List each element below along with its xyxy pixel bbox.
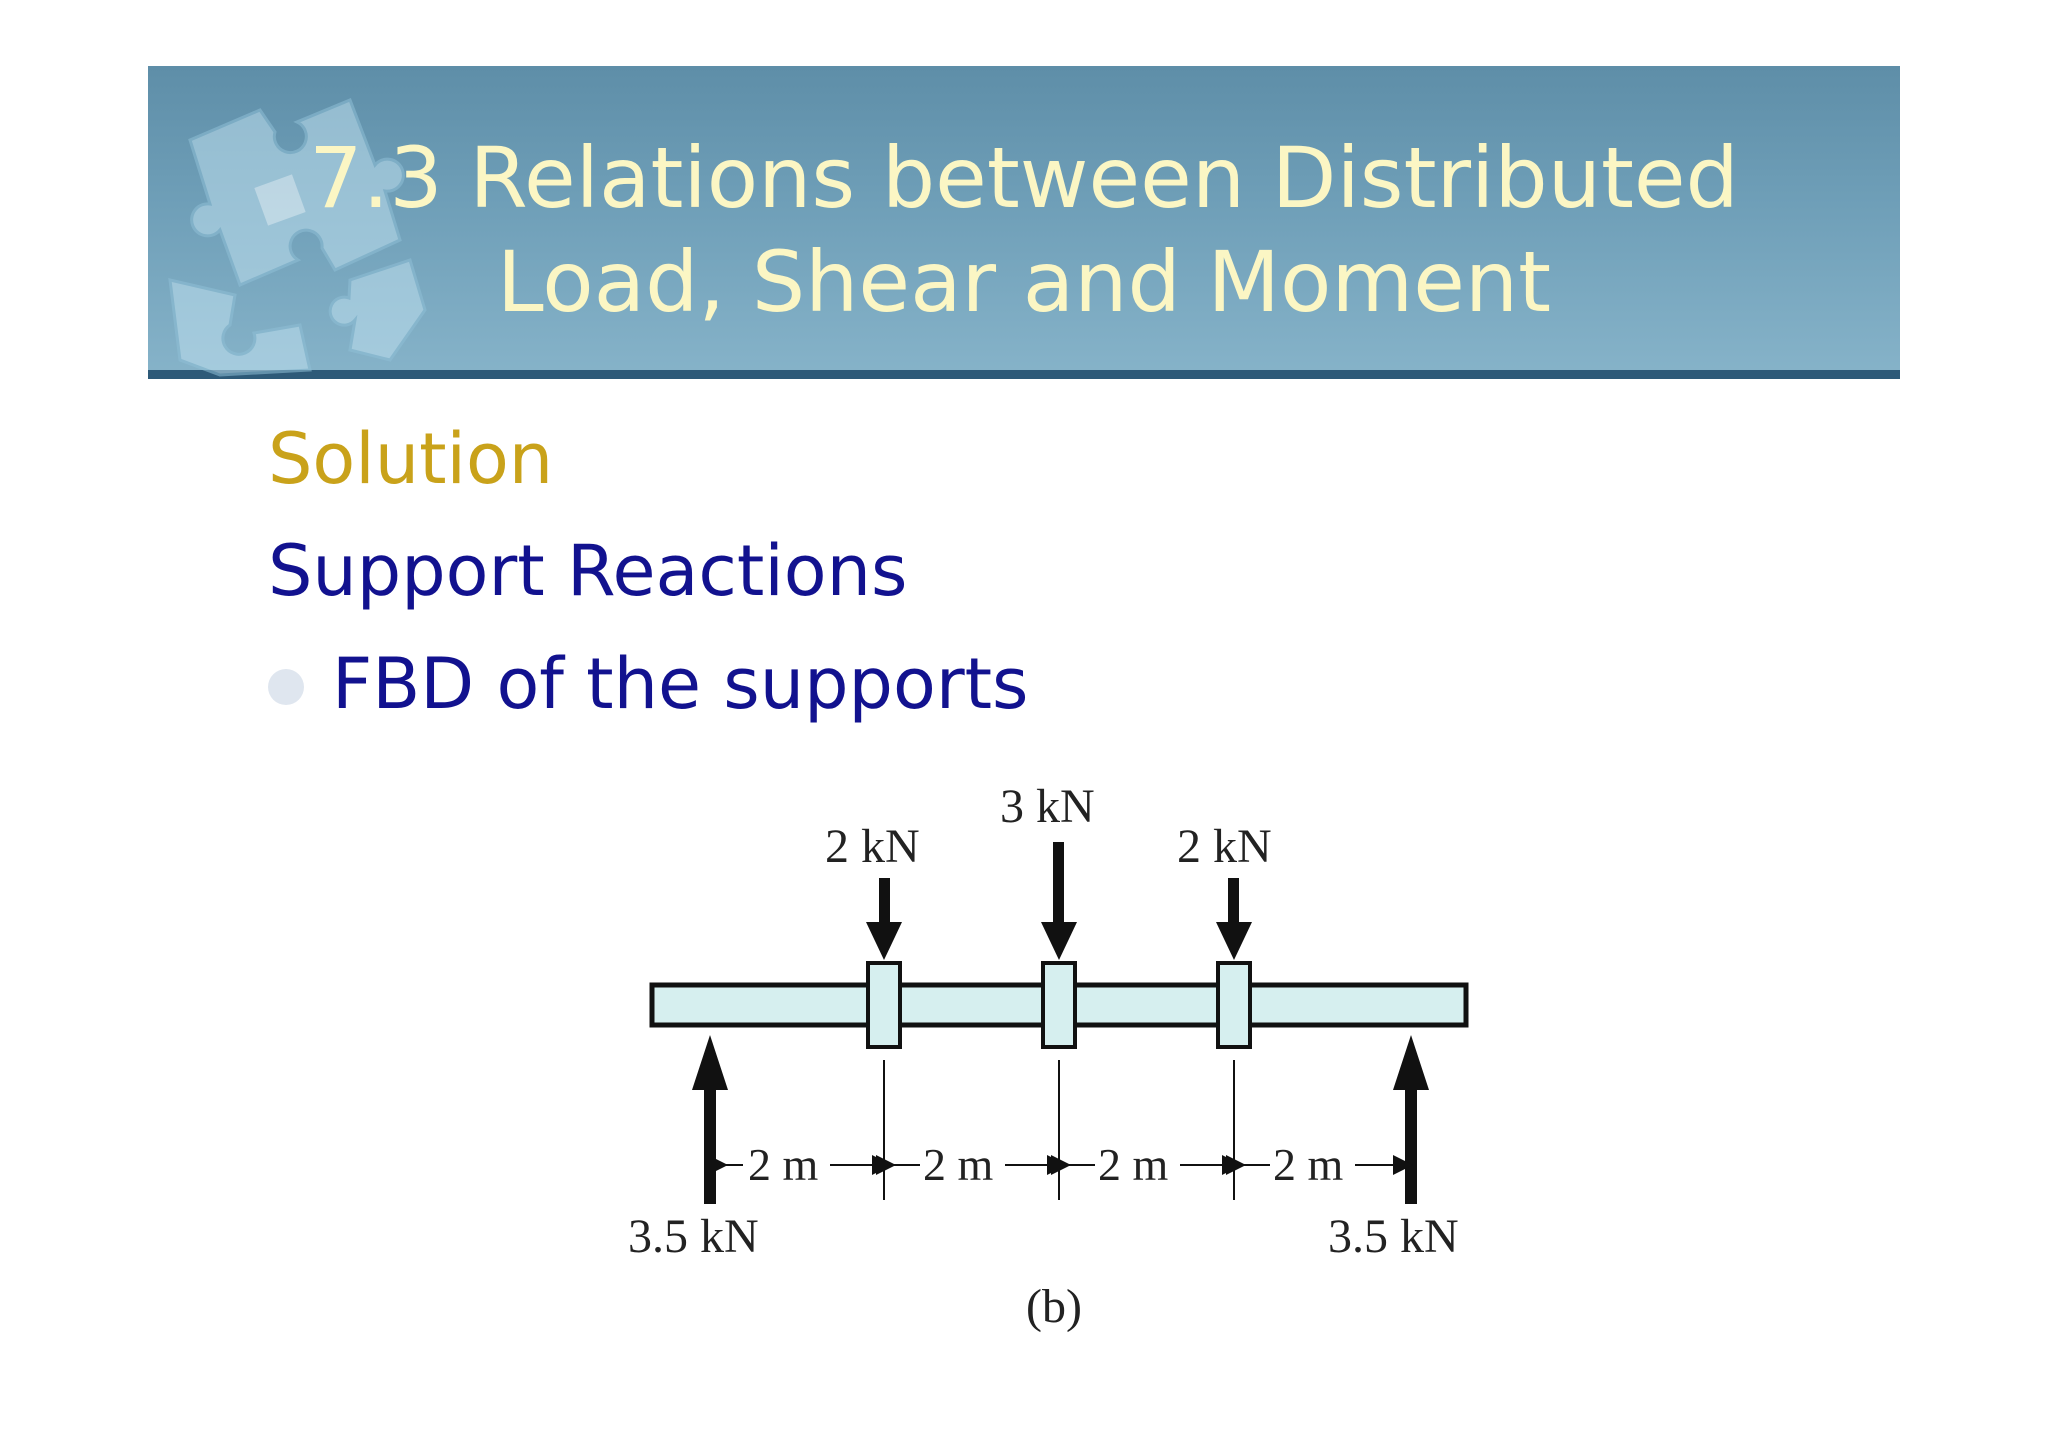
span-label-4: 2 m bbox=[1273, 1139, 1344, 1190]
slide-title-line-1: 7.3 Relations between Distributed bbox=[309, 129, 1739, 227]
title-banner bbox=[148, 66, 1900, 376]
load-arrow-left bbox=[866, 878, 902, 960]
load-label-middle: 3 kN bbox=[1000, 780, 1095, 833]
bullet-text: FBD of the supports bbox=[332, 643, 1029, 725]
title-banner-rule bbox=[148, 370, 1900, 379]
support-collar-middle bbox=[1041, 961, 1077, 1049]
slide-title-line-2: Load, Shear and Moment bbox=[496, 233, 1552, 331]
reaction-label-left: 3.5 kN bbox=[628, 1210, 759, 1263]
slide-title: 7.3 Relations between Distributed Load, … bbox=[148, 126, 1900, 334]
reaction-arrow-right bbox=[1393, 1035, 1429, 1204]
load-label-left: 2 kN bbox=[825, 820, 920, 873]
diagram-caption: (b) bbox=[1026, 1280, 1082, 1333]
span-label-3: 2 m bbox=[1098, 1139, 1169, 1190]
span-label-1: 2 m bbox=[748, 1139, 819, 1190]
puzzle-pieces-icon bbox=[168, 98, 427, 377]
load-arrow-right bbox=[1216, 878, 1252, 960]
reaction-arrow-left bbox=[692, 1035, 728, 1204]
load-label-right: 2 kN bbox=[1177, 820, 1272, 873]
reaction-label-right: 3.5 kN bbox=[1328, 1210, 1459, 1263]
load-arrow-middle bbox=[1041, 842, 1077, 960]
bullet-dot-icon bbox=[268, 669, 304, 705]
support-collar-left bbox=[866, 961, 902, 1049]
support-collar-right bbox=[1216, 961, 1252, 1049]
dimension-lines bbox=[708, 1060, 1413, 1200]
span-label-2: 2 m bbox=[923, 1139, 994, 1190]
subheading: Support Reactions bbox=[268, 530, 908, 612]
free-body-diagram: 2 kN 3 kN 2 kN 2 m 2 m 2 m 2 m 3.5 kN 3.… bbox=[628, 780, 1469, 1333]
bullet-item: FBD of the supports bbox=[268, 643, 1029, 725]
section-heading: Solution bbox=[268, 418, 554, 500]
